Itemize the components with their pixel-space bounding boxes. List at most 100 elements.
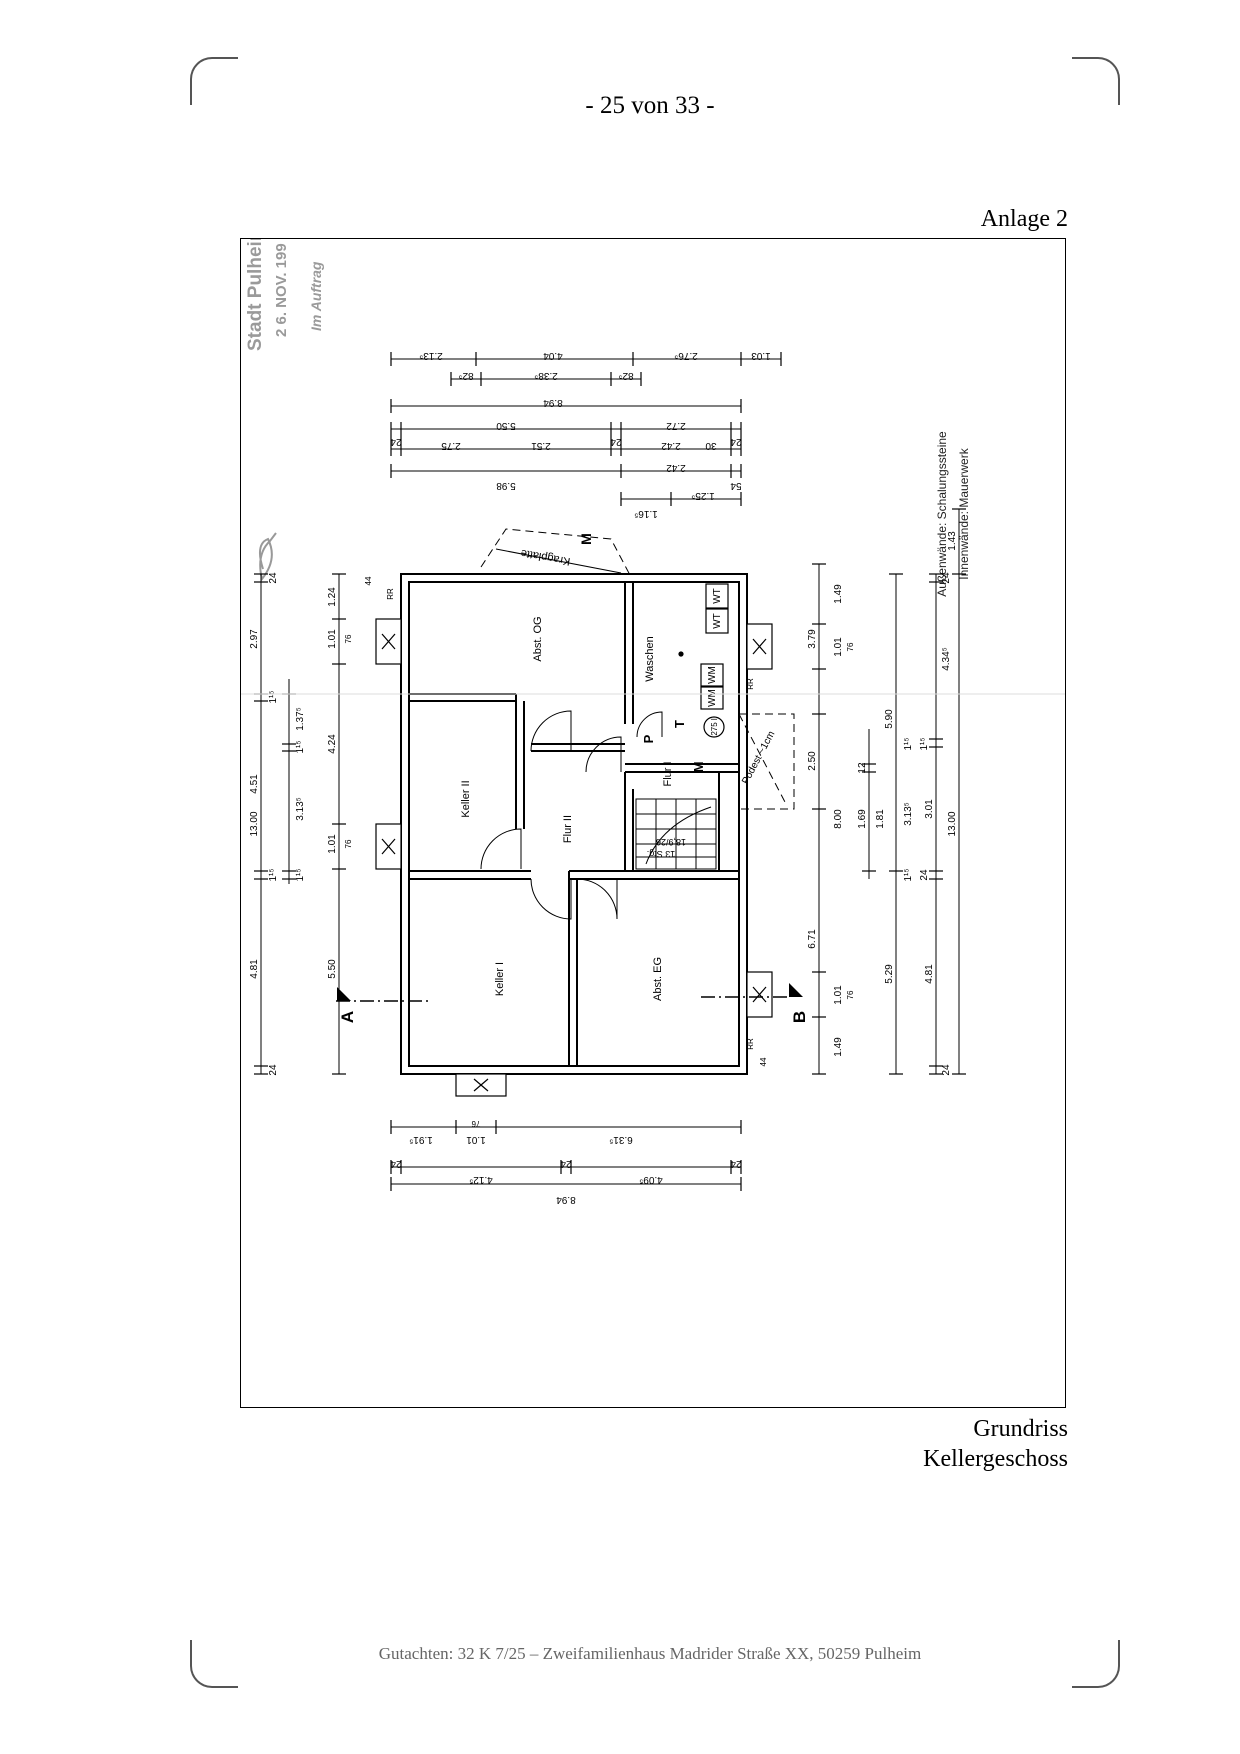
fixture-rr-3: RR xyxy=(746,1038,755,1050)
dim-left3-3: 4.24 xyxy=(327,734,338,754)
dim-left2-0: 1.37⁵ xyxy=(295,707,306,731)
washroom-fixtures xyxy=(678,583,729,738)
dim-left2-2: 3.13⁵ xyxy=(295,797,306,821)
fixture-t: T xyxy=(672,720,687,728)
dim-right-extra: 1.43 xyxy=(947,531,958,551)
building-walls xyxy=(400,573,748,1075)
dim-right3-3: 3.13⁵ xyxy=(903,802,914,826)
dim-right1-5: 8.00 xyxy=(833,809,844,829)
cantilever-slab xyxy=(480,528,632,578)
dim-right1-8: 76 xyxy=(846,990,855,999)
caption-subtitle: Kellergeschoss xyxy=(923,1446,1068,1472)
dim-left2-3: 1¹⁵ xyxy=(295,868,306,881)
dim-right3-1: 1¹⁵ xyxy=(903,737,914,750)
fixture-wt-2: WT xyxy=(712,613,723,629)
dim-bottom2-3: 4.09⁵ xyxy=(639,1174,663,1185)
dim-right2-3: 5.90 xyxy=(884,709,895,729)
caption-title: Grundriss xyxy=(973,1416,1068,1442)
landing-area xyxy=(738,713,795,810)
dim-top2-1: 2.38⁵ xyxy=(534,370,558,381)
windows xyxy=(375,618,773,1097)
legend-inner-walls: Innenwände: Mauerwerk xyxy=(957,447,971,579)
dim-right3-7: 3.01 xyxy=(924,799,935,819)
corner-mark-top-left xyxy=(190,57,238,105)
dim-small-2: 44 xyxy=(759,1057,768,1066)
dim-right3-8: 4.81 xyxy=(924,964,935,984)
dim-left2-1: 1¹⁵ xyxy=(295,740,306,753)
stairs-count: 13 Stg. xyxy=(647,849,676,859)
dim-top1-2: 2.76⁵ xyxy=(674,350,698,361)
dim-top4-0: 24 xyxy=(390,436,402,447)
left-dimension-chains xyxy=(254,573,346,1075)
dim-top7-0: 1.16⁵ xyxy=(634,508,658,519)
page-number: - 25 von 33 - xyxy=(585,92,715,119)
dim-bottom2-1: 4.12⁵ xyxy=(469,1174,493,1185)
section-a: A xyxy=(338,1011,357,1023)
dim-bottom1-3: 6.31⁵ xyxy=(609,1134,633,1145)
plan-caption: Grundriss Kellergeschoss xyxy=(923,1414,1068,1474)
dim-left1-1: 2.97 xyxy=(249,629,260,649)
legend-outer-walls: Außenwände: Schalungssteine xyxy=(935,431,949,597)
dim-top3-0: 8.94 xyxy=(543,397,563,408)
dim-right2-1: 12 xyxy=(857,762,868,774)
dim-top4-3: 2.72 xyxy=(666,420,686,431)
dim-right3-6: 4.34⁵ xyxy=(941,647,952,671)
floor-plan-frame: Stadt Pulheim 2 6. NOV. 199 Im Auftrag A… xyxy=(240,238,1066,1408)
signature xyxy=(258,532,277,582)
dim-right2-2: 1.81 xyxy=(875,809,886,829)
dim-bottom1-2: 76 xyxy=(471,1119,480,1128)
dim-right1-3: 3.79 xyxy=(807,629,818,649)
dim-right2-0: 1.69 xyxy=(857,809,868,829)
dim-left3-5: 76 xyxy=(344,839,353,848)
dim-top4-4: 24 xyxy=(730,436,742,447)
top-dimension-chains xyxy=(390,352,782,506)
fixture-p: P xyxy=(641,734,656,743)
dim-top5-5: 2.42 xyxy=(661,440,681,451)
dim-top6-0: 5.98 xyxy=(496,480,516,491)
section-b: B xyxy=(790,1011,809,1023)
dim-bottom3-0: 8.94 xyxy=(556,1194,576,1205)
municipal-stamp: Stadt Pulheim 2 6. NOV. 199 Im Auftrag xyxy=(245,239,324,351)
room-flur-1: Flur I xyxy=(662,761,674,786)
footer-text: Gutachten: 32 K 7/25 – Zweifamilienhaus … xyxy=(378,1644,922,1663)
dim-left3-1: 1.01 xyxy=(327,629,338,649)
dim-left1-6: 24 xyxy=(268,1064,279,1076)
right-dimension-chains xyxy=(812,508,966,1075)
dim-bottom1-0: 1.91⁵ xyxy=(409,1134,433,1145)
section-lines xyxy=(336,983,803,1002)
dim-top2-0: 82⁵ xyxy=(458,370,473,381)
stairs-ratio: 18,9/26 xyxy=(656,837,686,847)
dim-left-total: 13.00 xyxy=(249,811,260,836)
dim-top4-2: 24 xyxy=(610,436,622,447)
fixture-labels: WT WT WM WM 275 l T P M RR RR RR xyxy=(386,588,755,1050)
dim-right3-2: 1¹⁵ xyxy=(919,737,930,750)
corner-mark-top-right xyxy=(1072,57,1120,105)
dim-right1-9: 1.49 xyxy=(833,1037,844,1057)
dim-top5-1: 2.75 xyxy=(441,440,461,451)
m-label-top: M xyxy=(578,533,594,545)
room-flur-2: Flur II xyxy=(562,815,574,843)
room-labels: Abst. OG Waschen Keller II Flur II Flur … xyxy=(460,616,674,1001)
corner-mark-bottom-left xyxy=(190,1640,238,1688)
dim-right-total: 13.00 xyxy=(947,811,958,836)
dim-top7-1: 1.25⁵ xyxy=(691,490,715,501)
dim-top1-1: 4.04 xyxy=(543,350,563,361)
dim-right3-5: 24 xyxy=(919,869,930,881)
fixture-wm-2: WM xyxy=(707,689,718,707)
dim-left1-4: 1¹⁵ xyxy=(268,868,279,881)
room-abst-og: Abst. OG xyxy=(532,616,544,661)
dim-right1-7: 1.01 xyxy=(833,985,844,1005)
dim-left3-6: 5.50 xyxy=(327,959,338,979)
dim-top6-2: 54 xyxy=(730,480,742,491)
dim-top5-6: 30 xyxy=(705,440,717,451)
room-keller-1: Keller I xyxy=(494,962,506,996)
room-abst-eg: Abst. EG xyxy=(652,957,664,1001)
left-dimension-labels: 24 2.97 1¹⁵ 4.51 1¹⁵ 4.81 24 13.00 1.37⁵… xyxy=(249,572,353,1076)
dim-bottom1-1: 1.01 xyxy=(466,1134,486,1145)
wall-legend: Außenwände: Schalungssteine Innenwände: … xyxy=(935,431,971,597)
dim-right3-4: 1¹⁵ xyxy=(903,868,914,881)
fixture-rr-2: RR xyxy=(746,678,755,690)
dim-right1-1: 1.01 xyxy=(833,637,844,657)
dim-left1-0: 24 xyxy=(268,572,279,584)
fixture-rr-1: RR xyxy=(386,588,395,600)
